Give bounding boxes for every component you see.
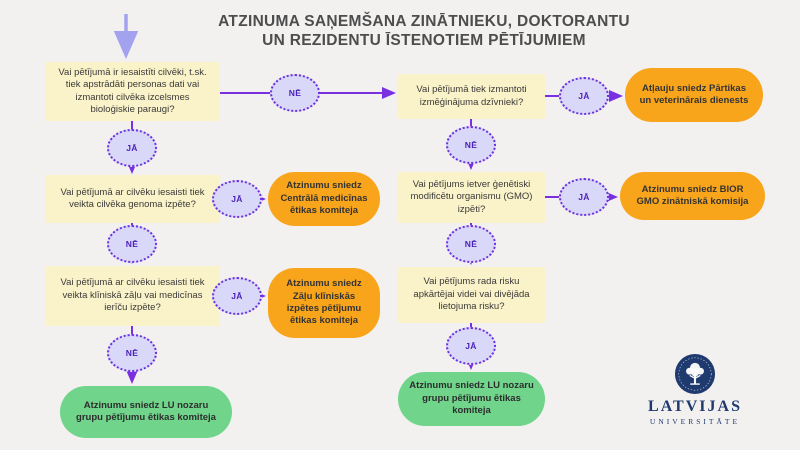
title-line-1: ATZINUMA SAŅEMŠANA ZINĀTNIEKU, DOKTORANT… xyxy=(218,13,630,30)
question-humans-involved: Vai pētījumā ir iesaistīti cilvēki, t.sk… xyxy=(45,62,220,121)
question-genome-research: Vai pētījumā ar cilvēku iesaisti tiek ve… xyxy=(45,175,220,223)
decision-no-gmo: NĒ xyxy=(446,225,496,263)
outcome-food-veterinary-service: Atļauju sniedz Pārtikas un veterinārais … xyxy=(625,68,763,122)
logo-name: LATVIJAS xyxy=(648,398,742,415)
outcome-bior-gmo-commission: Atzinumu sniedz BIOR GMO zinātniskā komi… xyxy=(620,172,765,220)
outcome-clinical-trials-ethics: Atzinumu sniedz Zāļu klīniskās izpētes p… xyxy=(268,268,380,338)
page-title: ATZINUMA SAŅEMŠANA ZINĀTNIEKU, DOKTORANT… xyxy=(48,13,800,50)
outcome-lu-ethics-right: Atzinumu sniedz LU nozaru grupu pētījumu… xyxy=(398,372,545,426)
question-environment-risk: Vai pētījums rada risku apkārtējai videi… xyxy=(398,267,545,323)
decision-yes-genome: JĀ xyxy=(212,180,262,218)
decision-no-genome: NĒ xyxy=(107,225,157,263)
question-animals-used: Vai pētījumā tiek izmantoti izmēģinājuma… xyxy=(398,74,545,119)
decision-yes-gmo: JĀ xyxy=(559,178,609,216)
title-line-2: UN REZIDENTU ĪSTENOTIEM PĒTĪJUMIEM xyxy=(262,31,586,49)
university-seal-icon xyxy=(674,353,716,395)
decision-yes-animals: JĀ xyxy=(559,77,609,115)
decision-no-animals: NĒ xyxy=(446,126,496,164)
outcome-lu-ethics-left: Atzinumu sniedz LU nozaru grupu pētījumu… xyxy=(60,386,232,438)
decision-no-clinical: NĒ xyxy=(107,334,157,372)
university-logo: LATVIJAS UNIVERSITĀTE xyxy=(630,353,760,426)
question-gmo-research: Vai pētījums ietver ģenētiski modificētu… xyxy=(398,172,545,223)
decision-yes-clinical: JĀ xyxy=(212,277,262,315)
question-clinical-trial: Vai pētījumā ar cilvēku iesaisti tiek ve… xyxy=(45,266,220,326)
outcome-central-medical-ethics: Atzinumu sniedz Centrālā medicīnas ētika… xyxy=(268,172,380,226)
logo-subtitle: UNIVERSITĀTE xyxy=(649,417,741,426)
decision-yes-humans: JĀ xyxy=(107,129,157,167)
decision-yes-risk: JĀ xyxy=(446,327,496,365)
decision-no-humans: NĒ xyxy=(270,74,320,112)
